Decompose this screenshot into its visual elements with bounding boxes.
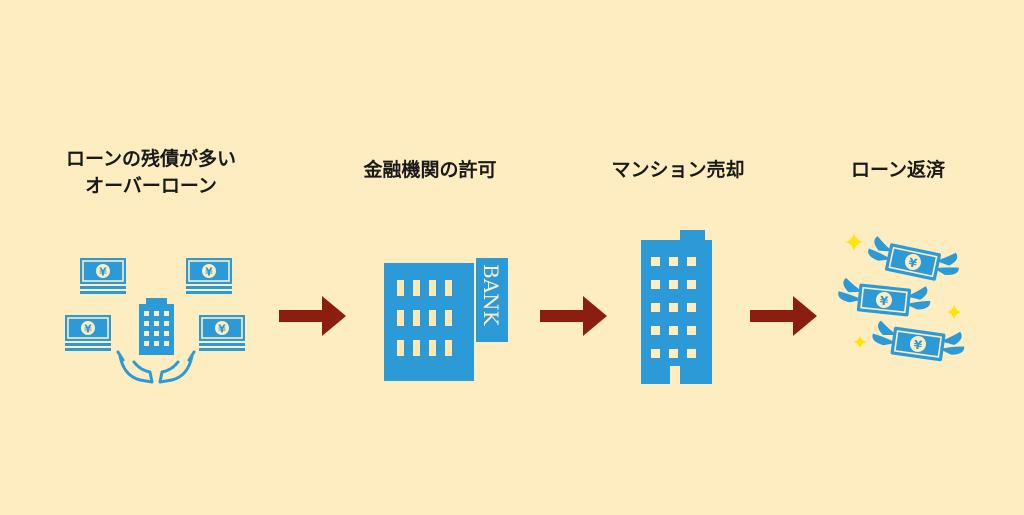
apartment-building-icon — [641, 230, 712, 384]
step-2-label-line1: 金融機関の許可 — [363, 159, 497, 181]
flow-arrow-3 — [750, 296, 817, 336]
step-4-label-line1: ローン返済 — [850, 159, 946, 181]
yen-bill-stack-icon — [198, 314, 246, 352]
yen-bill-stack-icon — [79, 257, 127, 295]
step-3-label: マンション売却 — [578, 157, 778, 184]
step-3-label-line1: マンション売却 — [611, 159, 745, 181]
flying-bill-icon — [835, 276, 933, 320]
sparkle-icon — [853, 335, 867, 349]
yen-bill-stack-icon — [185, 257, 233, 295]
step-1-label-line2: オーバーローン — [85, 175, 217, 197]
sparkle-icon — [946, 304, 962, 320]
money-and-building-icon — [64, 257, 246, 384]
bank-building-icon: BANK — [384, 258, 508, 381]
step-1-label-line1: ローンの残債が多い — [65, 148, 237, 170]
step-1-label: ローンの残債が多い オーバーローン — [36, 146, 266, 200]
step-4-label: ローン返済 — [808, 157, 988, 184]
flow-arrow-2 — [540, 296, 607, 336]
flying-bill-icon — [864, 233, 963, 287]
flying-bill-icon — [869, 318, 968, 366]
flow-arrow-1 — [279, 296, 346, 336]
yen-bill-stack-icon — [64, 314, 112, 352]
sparkle-icon — [845, 233, 863, 251]
bank-sign-text: BANK — [479, 264, 503, 327]
open-hands-icon — [116, 350, 196, 384]
flying-yen-bills-icon — [835, 233, 968, 366]
step-2-label: 金融機関の許可 — [330, 157, 530, 184]
bank-sign — [476, 258, 508, 342]
small-building-icon — [139, 298, 174, 355]
